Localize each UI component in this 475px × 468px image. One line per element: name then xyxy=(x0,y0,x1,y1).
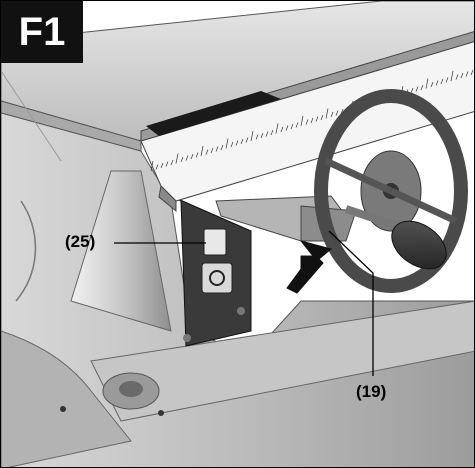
scale-tick xyxy=(265,131,269,137)
scale-tick xyxy=(295,122,299,128)
scale-tick xyxy=(465,71,469,77)
figure-label: F1 xyxy=(1,1,83,63)
scale-tick xyxy=(190,153,194,160)
scale-tick xyxy=(315,116,319,122)
scale-tick xyxy=(320,114,324,121)
scale-tick xyxy=(425,78,429,89)
scale-tick xyxy=(325,108,329,119)
scale-tick xyxy=(230,141,234,148)
scale-tick xyxy=(430,81,434,88)
scale-tick xyxy=(250,130,254,142)
on-switch-button xyxy=(203,228,227,256)
ruler-scale-icon xyxy=(140,31,474,213)
scale-tick xyxy=(170,159,174,166)
scale-tick xyxy=(310,117,314,124)
scale-tick xyxy=(165,161,169,167)
leader-line-19 xyxy=(328,230,374,376)
saw-base xyxy=(1,70,474,467)
scale-tick xyxy=(440,78,444,85)
scale-tick xyxy=(200,145,204,157)
scale-tick xyxy=(220,144,224,151)
handwheel-icon xyxy=(314,89,468,293)
scale-tick xyxy=(460,72,464,79)
scale-tick xyxy=(240,138,244,145)
scale-tick xyxy=(290,123,294,130)
scale-tick xyxy=(270,129,274,136)
scale-tick xyxy=(445,77,449,83)
scale-tick xyxy=(255,134,259,140)
scale-tick xyxy=(420,84,424,91)
off-switch-button xyxy=(201,262,233,294)
scale-tick xyxy=(180,156,184,163)
scale-tick xyxy=(210,147,214,154)
scale-tick xyxy=(305,119,309,125)
handle-knob xyxy=(344,205,447,270)
scale-tick xyxy=(300,115,304,127)
scale-tick xyxy=(275,123,279,134)
scale-tick xyxy=(175,153,179,164)
scale-tick xyxy=(235,140,239,146)
scale-tick xyxy=(455,74,459,80)
scale-tick xyxy=(335,110,339,116)
scale-tick xyxy=(195,152,199,158)
scale-tick xyxy=(215,146,219,152)
scale-tick xyxy=(435,80,439,86)
callout-25: (25) xyxy=(65,232,96,251)
scale-tick xyxy=(285,125,289,131)
scale-tick xyxy=(415,86,419,92)
scale-tick xyxy=(280,126,284,133)
scale-tick xyxy=(185,155,189,161)
push-arrow-icon xyxy=(286,240,332,294)
scale-tick xyxy=(410,87,414,94)
scale-tick xyxy=(470,69,474,76)
callout-19: (19) xyxy=(356,382,387,401)
scale-tick xyxy=(225,138,229,149)
scale-tick xyxy=(205,149,209,155)
scale-tick xyxy=(150,160,154,172)
scale-tick xyxy=(245,137,249,143)
scale-tick xyxy=(160,162,164,169)
scale-tick xyxy=(260,132,264,139)
scale-tick xyxy=(155,164,159,170)
scale-tick xyxy=(330,111,334,118)
scale-tick xyxy=(450,70,454,82)
switch-panel xyxy=(170,195,252,347)
